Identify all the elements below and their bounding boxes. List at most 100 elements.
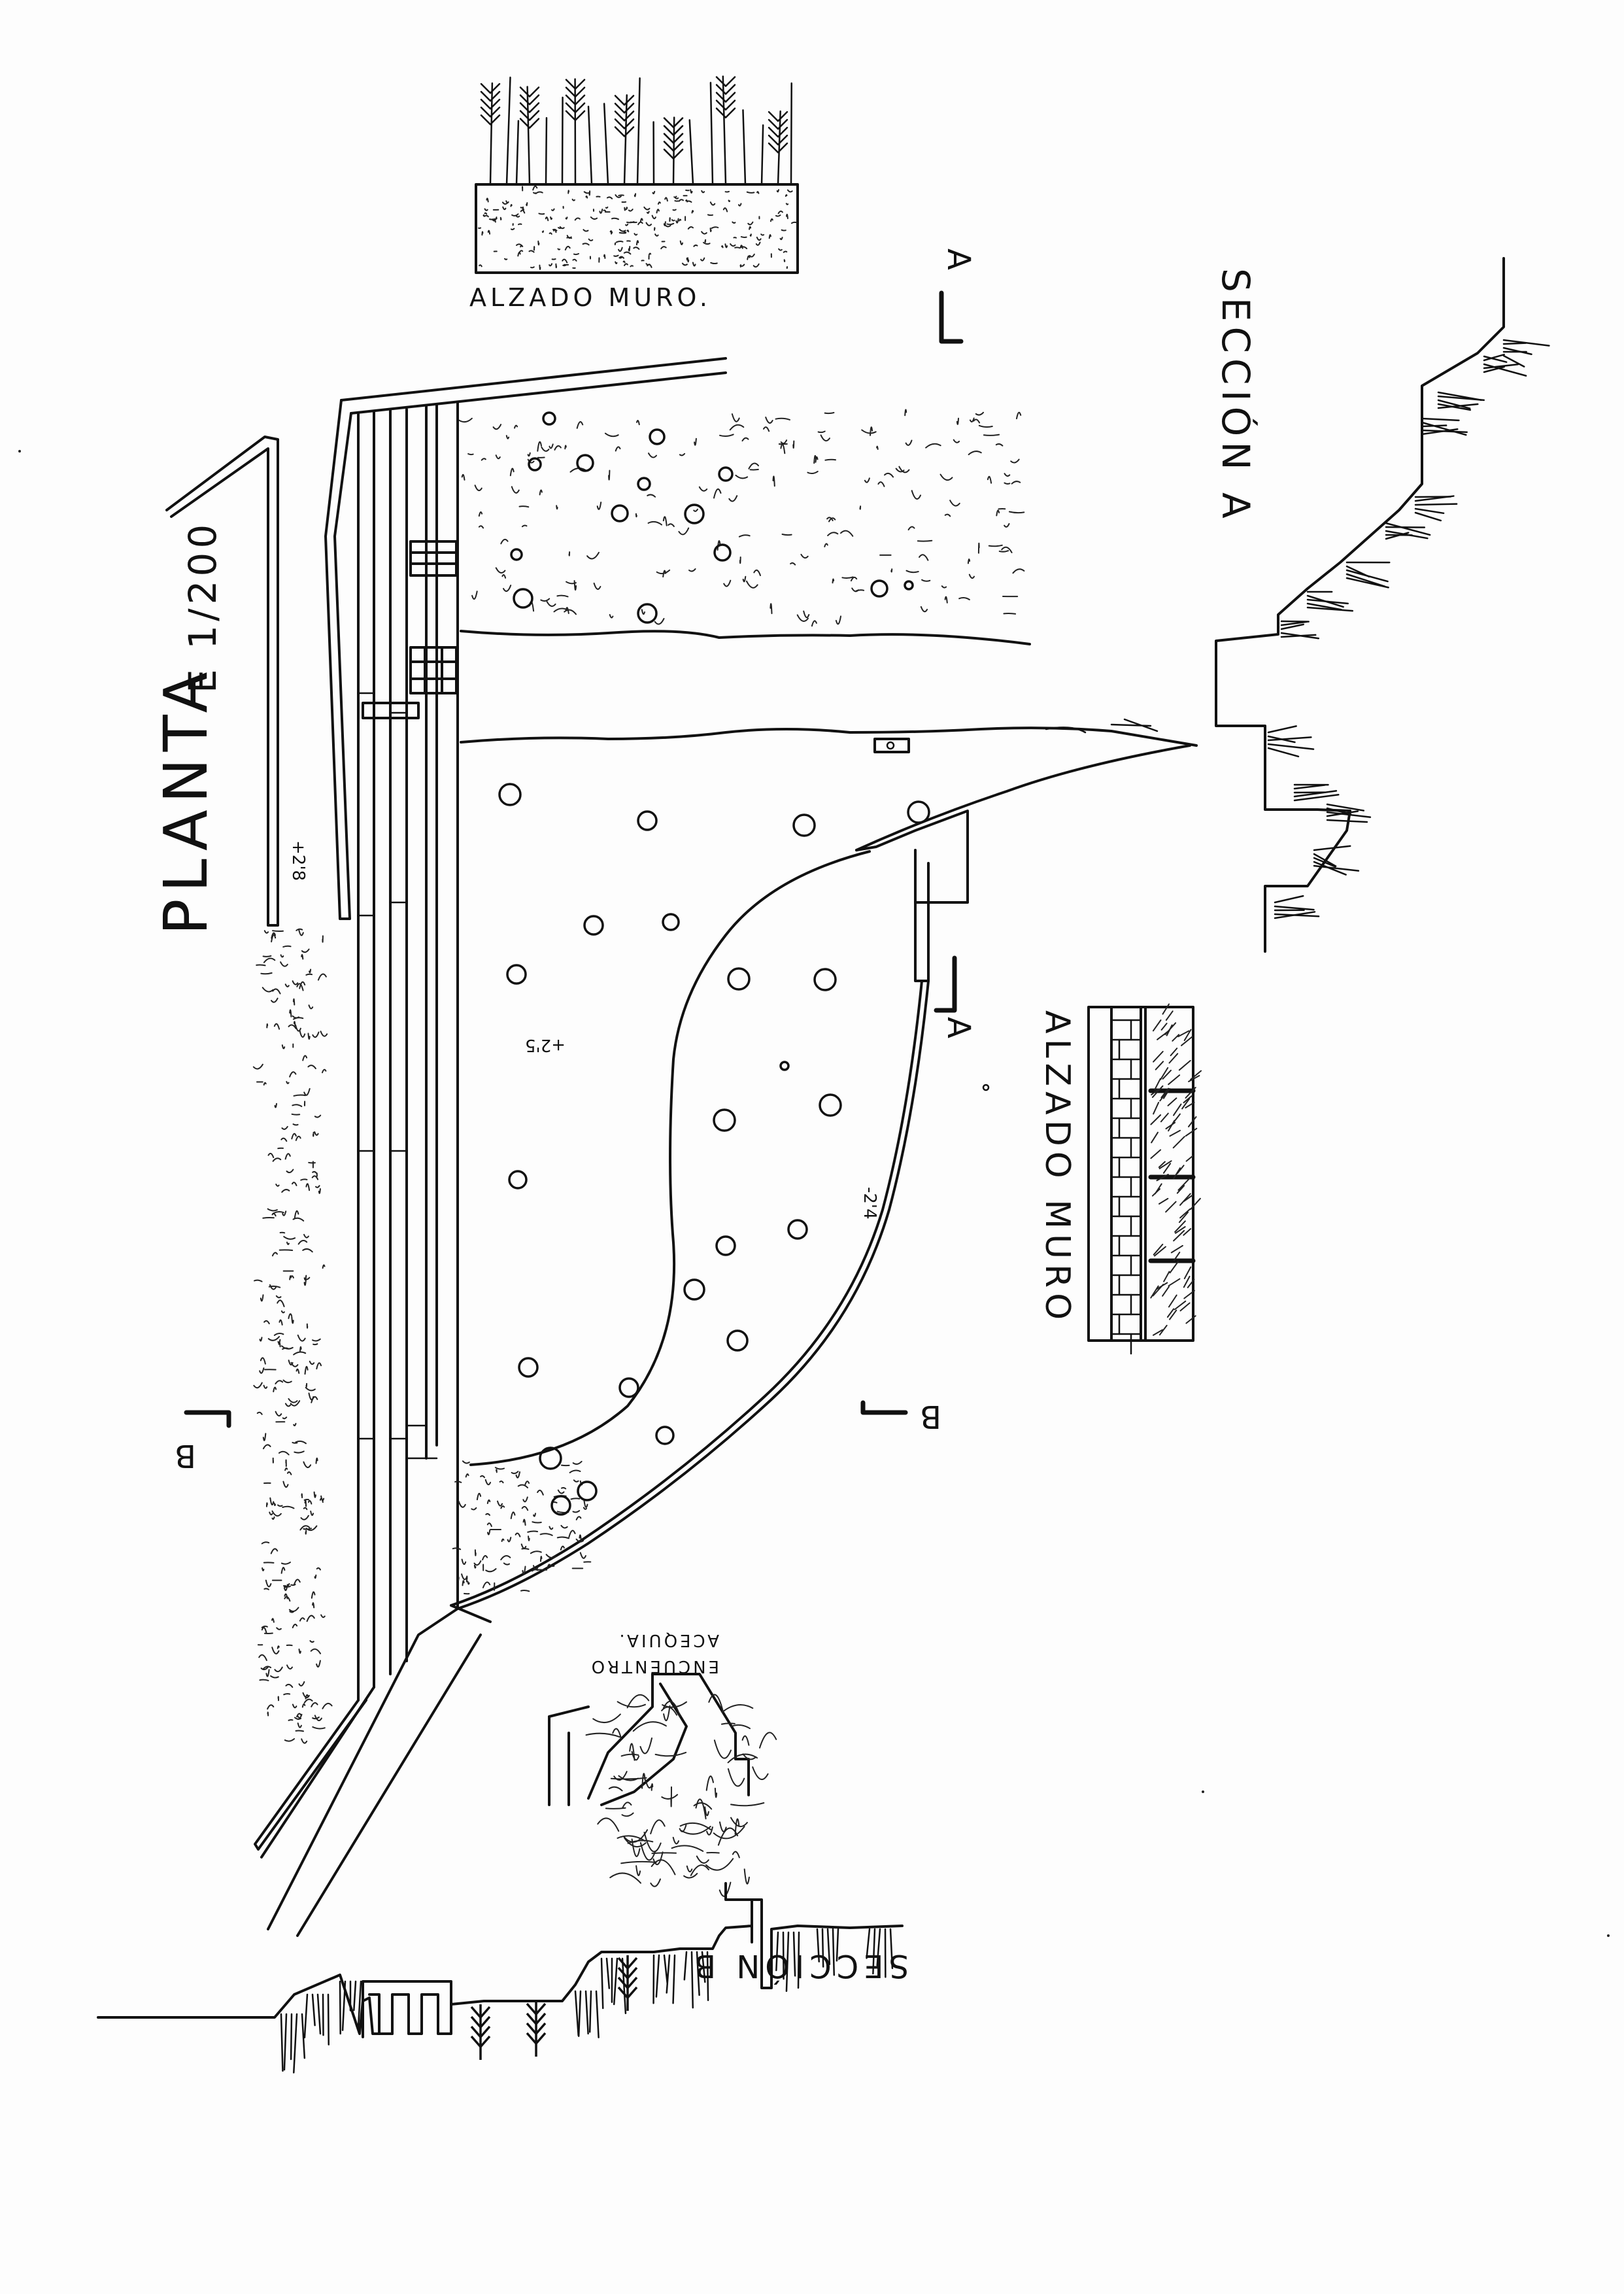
reed-leaf: [715, 107, 736, 118]
grass-tick: [1306, 606, 1354, 612]
stone-hatch: [1185, 1155, 1194, 1162]
field-edge-lower-1: [456, 980, 930, 1610]
grass-root: [836, 1928, 839, 1962]
tree: [787, 1219, 808, 1240]
stone-hatch: [1173, 1229, 1185, 1242]
stone-hatch: [1168, 1294, 1177, 1308]
grass-root: [600, 1957, 604, 2010]
stone-hatch: [1152, 1019, 1162, 1032]
stone-hatch: [1183, 1029, 1192, 1041]
plan-title-block: PLANTA E 1/200: [151, 521, 225, 935]
tree: [813, 968, 837, 991]
grass-root: [706, 1951, 709, 2002]
stone-hatch: [1162, 1087, 1171, 1099]
level-lower-edge: -2'4: [860, 1187, 879, 1220]
tree: [518, 1357, 539, 1378]
grass-root: [341, 1980, 347, 2031]
section-b-profile-right: [751, 1898, 904, 1989]
trees: [498, 411, 930, 1516]
reed-leaf: [480, 83, 501, 94]
grass-tick: [1414, 511, 1442, 522]
stone-hatch: [1169, 1261, 1179, 1274]
grass-tick: [1267, 747, 1300, 758]
tree: [637, 810, 658, 831]
reed: [722, 75, 727, 186]
grass-tick: [1313, 857, 1336, 868]
reed: [623, 94, 628, 186]
junction-outline-left: [548, 1705, 590, 1806]
tree: [618, 1377, 639, 1398]
stone-hatch: [1153, 1051, 1164, 1063]
stone-hatch: [1159, 1197, 1169, 1205]
stone-hatch: [1158, 1161, 1166, 1168]
grass-tick: [1483, 363, 1527, 377]
stone-hatch: [1159, 1160, 1172, 1169]
stone-hatch: [1151, 1088, 1159, 1096]
stone-hatch: [1151, 1085, 1164, 1098]
grass-root: [290, 2013, 293, 2061]
cut-b-right-label: B: [920, 1398, 941, 1435]
grass-tick: [1437, 395, 1485, 402]
tree: [684, 504, 705, 524]
stone-hatch: [1150, 1149, 1162, 1159]
stone-hatch: [1172, 1034, 1180, 1042]
reed-leaf: [614, 126, 635, 137]
section-a-profile: [1215, 257, 1505, 953]
grass-root: [821, 1928, 824, 1968]
stone-hatch: [1159, 1324, 1168, 1336]
reed-leaf: [519, 102, 540, 113]
grass-root: [283, 2013, 288, 2071]
stone-hatch: [1176, 1185, 1185, 1194]
grass-tick: [1385, 526, 1426, 528]
section-tree-branch: [526, 2032, 547, 2045]
stone-hatch: [1173, 1103, 1182, 1116]
stone-hatch: [1183, 1266, 1192, 1280]
reed-leaf: [614, 111, 635, 122]
stone-hatch: [1160, 1112, 1169, 1123]
tree: [637, 603, 658, 624]
reed: [777, 110, 781, 186]
grass-root: [621, 1957, 627, 2015]
meadow-inner-curve: [469, 850, 871, 1466]
stone-hatch: [1179, 1208, 1191, 1219]
tree: [611, 504, 629, 522]
grass-tick: [1421, 428, 1459, 436]
field-corner-post: [914, 849, 930, 982]
grass-tick: [1267, 725, 1297, 734]
cut-markers: A A B B: [175, 248, 977, 1474]
stone-hatch: [1174, 1220, 1186, 1233]
junction-note-line2: ACEQUIA.: [617, 1630, 719, 1650]
tree: [513, 588, 533, 609]
reed: [505, 77, 511, 186]
grass-root: [792, 1931, 796, 1977]
reed-leaf: [565, 110, 586, 122]
tree: [907, 800, 930, 824]
reed-leaf: [519, 94, 540, 105]
grass-root: [293, 2013, 298, 2074]
section-tree-branch: [617, 1986, 638, 1999]
acequia-line-lower: [460, 727, 1198, 747]
reed-leaf: [480, 114, 501, 126]
stone-hatch: [1185, 1127, 1198, 1137]
stone-hatch: [1175, 1226, 1186, 1234]
reed-leaf: [480, 91, 501, 102]
cut-a-bottom-mark: [934, 955, 957, 1013]
reed-leaf: [663, 117, 684, 128]
section-tree-branch: [617, 1957, 638, 1970]
culvert: [873, 738, 910, 753]
pavilion-block-upper: [409, 540, 458, 577]
grass-root: [866, 1928, 871, 1959]
reed-leaf: [715, 92, 736, 103]
grass-root: [832, 1928, 836, 1976]
stone-hatch: [1179, 1193, 1191, 1206]
reed: [688, 119, 694, 186]
top-wall-elevation-title: ALZADO MURO.: [469, 283, 711, 312]
tree: [583, 915, 604, 936]
grass-root: [816, 1928, 820, 1962]
reed: [709, 82, 714, 186]
band-joints-2: [389, 711, 408, 1440]
section-tree-branch: [617, 1966, 638, 1979]
grass-tick: [1483, 366, 1505, 373]
tree: [662, 913, 680, 931]
level-upper-path: +2'8: [288, 840, 308, 881]
